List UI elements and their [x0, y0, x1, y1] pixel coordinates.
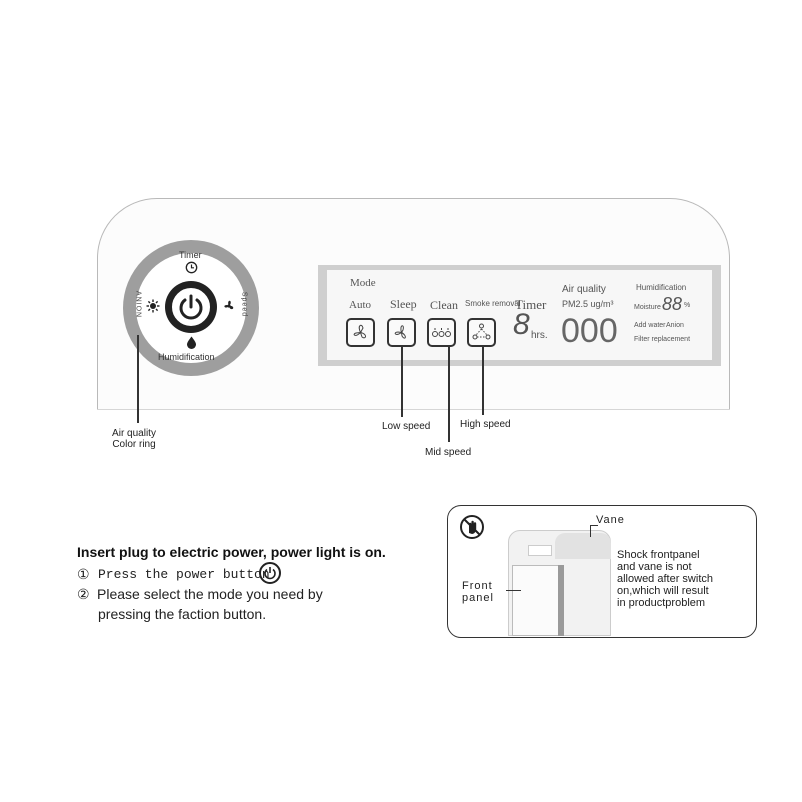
display-timer-unit: hrs.: [531, 330, 548, 341]
power-icon: [179, 294, 203, 320]
vane-callout-line-h: [590, 525, 598, 526]
instructions-title: Insert plug to electric power, power lig…: [77, 544, 386, 560]
power-button-reference: [259, 562, 281, 584]
smoke-removal-icon: [472, 323, 491, 340]
clean-mode-button[interactable]: [427, 318, 456, 347]
front-panel-line2: panel: [462, 592, 494, 604]
mode-sleep-label: Sleep: [390, 297, 417, 311]
vane-label: Vane: [596, 514, 625, 526]
mode-clean-label: Clean: [430, 298, 458, 312]
display-anion-label: Anion: [666, 322, 684, 329]
sleep-mode-button[interactable]: [387, 318, 416, 347]
water-drop-icon[interactable]: [186, 336, 197, 349]
display-filter-replacement-label: Filter replacement: [634, 336, 691, 343]
no-touch-icon: [460, 515, 484, 539]
step1-marker: ①: [77, 566, 90, 582]
sleep-fan-icon: [394, 325, 406, 339]
low-speed-callout-line: [401, 347, 403, 417]
purifier-sketch-front-panel: [512, 565, 562, 636]
warning-text: Shock frontpanel and vane is not allowed…: [617, 549, 713, 609]
display-moisture-label: Moisture: [634, 304, 661, 311]
ring-callout-line1: Air quality: [112, 428, 156, 439]
display-add-water-label: Add water: [634, 322, 666, 329]
ring-callout-label: Air quality Color ring: [110, 428, 158, 450]
high-speed-label: High speed: [460, 419, 511, 430]
mid-speed-label: Mid speed: [425, 447, 472, 458]
step2-line1: Please select the mode you need by: [97, 586, 323, 602]
step1-text: Press the power button: [98, 567, 270, 582]
display-timer-label: Timer: [515, 297, 547, 312]
humidification-button-label: Humidification: [158, 352, 215, 362]
purifier-sketch-vane: [555, 533, 611, 559]
fan-speed-icon[interactable]: [222, 299, 236, 313]
auto-fan-icon: [353, 324, 367, 339]
mode-auto-label: Auto: [349, 299, 371, 311]
display-pm25-value: 000: [561, 312, 618, 350]
display-air-quality-label: Air quality: [562, 284, 606, 295]
clock-icon[interactable]: [185, 261, 198, 274]
low-speed-label: Low speed: [382, 421, 431, 432]
mid-speed-callout-line: [448, 347, 450, 442]
warning-text-line5: in productproblem: [617, 597, 706, 609]
smoke-removal-mode-button[interactable]: [467, 318, 496, 347]
ring-callout-line2: Color ring: [112, 439, 156, 450]
display-humidification-label: Humidification: [636, 283, 687, 292]
front-panel-label: Front panel: [462, 580, 494, 604]
anion-button-label: ANION: [134, 290, 142, 319]
warning-text-line2: and vane is not: [617, 561, 692, 573]
vane-callout-line: [590, 525, 591, 537]
mode-smoke-removal-label: Smoke removal: [465, 299, 521, 308]
front-panel-line1: Front: [462, 580, 493, 592]
step2-line2: pressing the faction button.: [98, 606, 267, 622]
timer-button-label: Timer: [179, 250, 202, 260]
warning-text-line3: allowed after switch: [617, 573, 713, 585]
auto-mode-button[interactable]: [346, 318, 375, 347]
purifier-sketch-display: [528, 545, 552, 556]
warning-text-line1: Shock frontpanel: [617, 549, 700, 561]
display-moisture-unit: %: [684, 302, 691, 309]
purifier-body-edge: [97, 409, 730, 410]
display-timer-value: 8: [513, 308, 530, 341]
ring-callout-line: [137, 335, 139, 423]
display-moisture-value: 88: [662, 294, 683, 314]
purifier-sketch-panel-edge: [558, 565, 564, 636]
display-pm25-label: PM2.5 ug/m³: [562, 299, 614, 309]
mode-label: Mode: [350, 277, 376, 289]
power-icon: [264, 567, 276, 580]
anion-icon[interactable]: [146, 299, 160, 313]
warning-text-line4: on,which will result: [617, 585, 709, 597]
clean-fan-icon: [432, 328, 451, 337]
step2-marker: ②: [77, 586, 90, 602]
front-panel-callout-line: [506, 590, 521, 591]
high-speed-callout-line: [482, 347, 484, 415]
power-button-face[interactable]: [170, 286, 212, 328]
speed-button-label: Speed: [240, 291, 248, 318]
